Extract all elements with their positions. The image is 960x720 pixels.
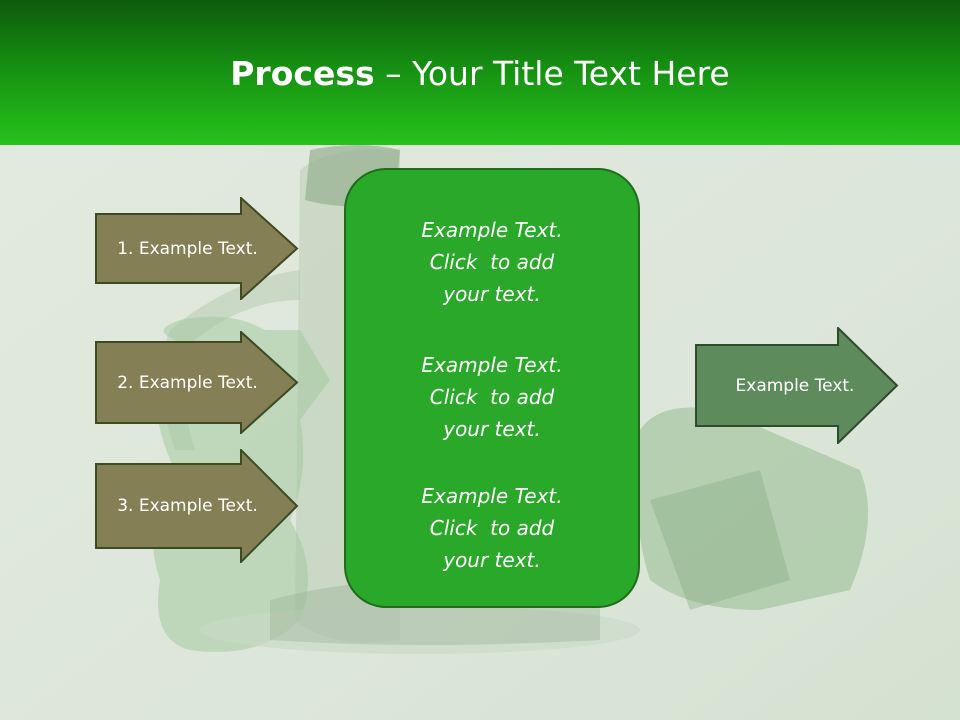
arrow-shape-icon xyxy=(95,197,299,300)
step-arrow-2[interactable]: 2. Example Text. xyxy=(95,331,300,434)
output-arrow[interactable]: Example Text. xyxy=(695,327,900,444)
arrow-shape-icon xyxy=(95,331,299,434)
center-paragraph-1: Example Text. Click to add your text. xyxy=(346,214,638,310)
step-label-1: 1. Example Text. xyxy=(117,238,258,259)
output-label: Example Text. xyxy=(735,375,855,396)
center-paragraph-2: Example Text. Click to add your text. xyxy=(346,349,638,445)
paragraph-line: Example Text. xyxy=(421,218,563,242)
paragraph-line: Click to add xyxy=(429,516,555,540)
slide-title[interactable]: Process – Your Title Text Here xyxy=(0,52,960,96)
paragraph-line: Click to add xyxy=(429,385,555,409)
arrow-shape-icon xyxy=(95,449,299,563)
paragraph-line: Click to add xyxy=(429,250,555,274)
paragraph-line: your text. xyxy=(443,417,541,441)
step-label-3: 3. Example Text. xyxy=(117,496,258,516)
step-arrow-1[interactable]: 1. Example Text. xyxy=(95,197,300,300)
arrow-shape-icon xyxy=(695,327,899,444)
center-text-box[interactable]: Example Text. Click to add your text. Ex… xyxy=(344,168,640,608)
title-bar xyxy=(0,0,960,145)
title-rest-text: – Your Title Text Here xyxy=(374,54,730,93)
step-arrow-3[interactable]: 3. Example Text. xyxy=(95,449,300,563)
step-label-2: 2. Example Text. xyxy=(117,372,258,393)
paragraph-line: Example Text. xyxy=(421,353,563,377)
title-bold-text: Process xyxy=(230,54,375,93)
paragraph-line: your text. xyxy=(443,548,541,572)
paragraph-line: Example Text. xyxy=(421,484,563,508)
center-paragraph-3: Example Text. Click to add your text. xyxy=(346,480,638,576)
paragraph-line: your text. xyxy=(443,282,541,306)
